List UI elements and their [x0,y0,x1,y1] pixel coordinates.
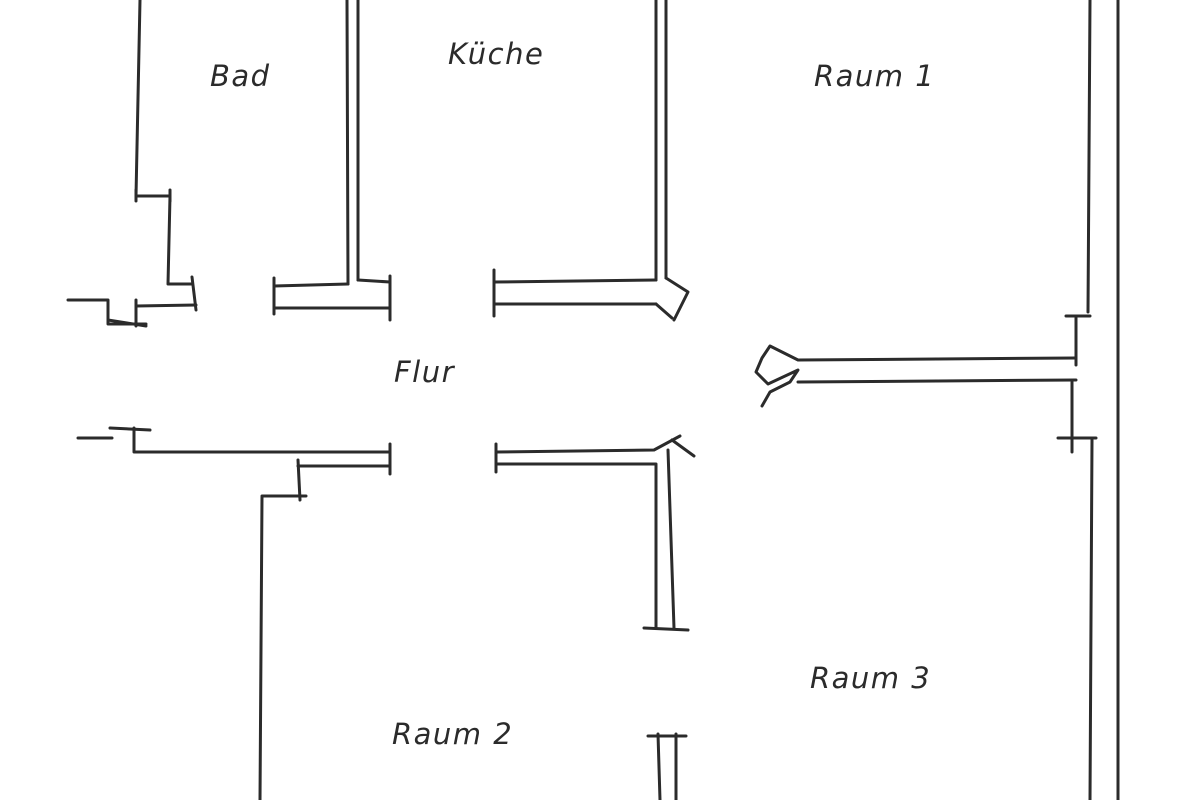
bathroom-kitchen-wall [272,0,392,322]
hallway-lower-left-wall [76,426,392,800]
room2-room3-wall [646,732,688,800]
room-label-kitchen: Küche [448,37,545,71]
room-label-hallway: Flur [394,355,456,389]
bathroom-wall [66,0,198,328]
hallway-lower-right-wall [494,434,696,632]
room-label-room2: Raum 2 [392,717,514,751]
outer-right-wall [1086,0,1120,800]
room1-room3-wall [754,314,1098,454]
room-label-room1: Raum 1 [814,59,936,93]
kitchen-room1-wall [492,0,690,322]
room-label-room3: Raum 3 [810,661,932,695]
room-label-bathroom: Bad [210,59,271,93]
